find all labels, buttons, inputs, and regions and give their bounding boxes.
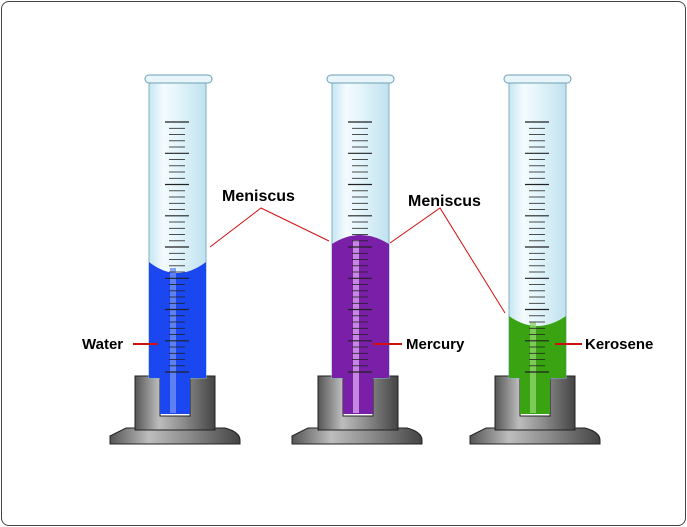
liquid-water bbox=[149, 262, 206, 378]
cylinder-water bbox=[109, 74, 241, 445]
cylinder-kerosene bbox=[469, 74, 601, 445]
cylinder-rim bbox=[144, 74, 213, 84]
water-label: Water bbox=[82, 336, 123, 353]
meniscus-label-left: Meniscus bbox=[222, 188, 295, 205]
graduation-marks bbox=[348, 121, 372, 373]
kerosene-label: Kerosene bbox=[585, 336, 653, 353]
mercury-label: Mercury bbox=[406, 336, 465, 353]
graduation-marks bbox=[525, 121, 549, 373]
graduation-marks bbox=[165, 121, 189, 373]
cylinder-rim bbox=[503, 74, 572, 84]
liquid-mercury bbox=[332, 235, 389, 378]
leader-lines bbox=[133, 207, 582, 345]
meniscus-label-right: Meniscus bbox=[408, 193, 481, 210]
cylinder-rim bbox=[326, 74, 395, 84]
cylinder-mercury bbox=[291, 74, 423, 445]
